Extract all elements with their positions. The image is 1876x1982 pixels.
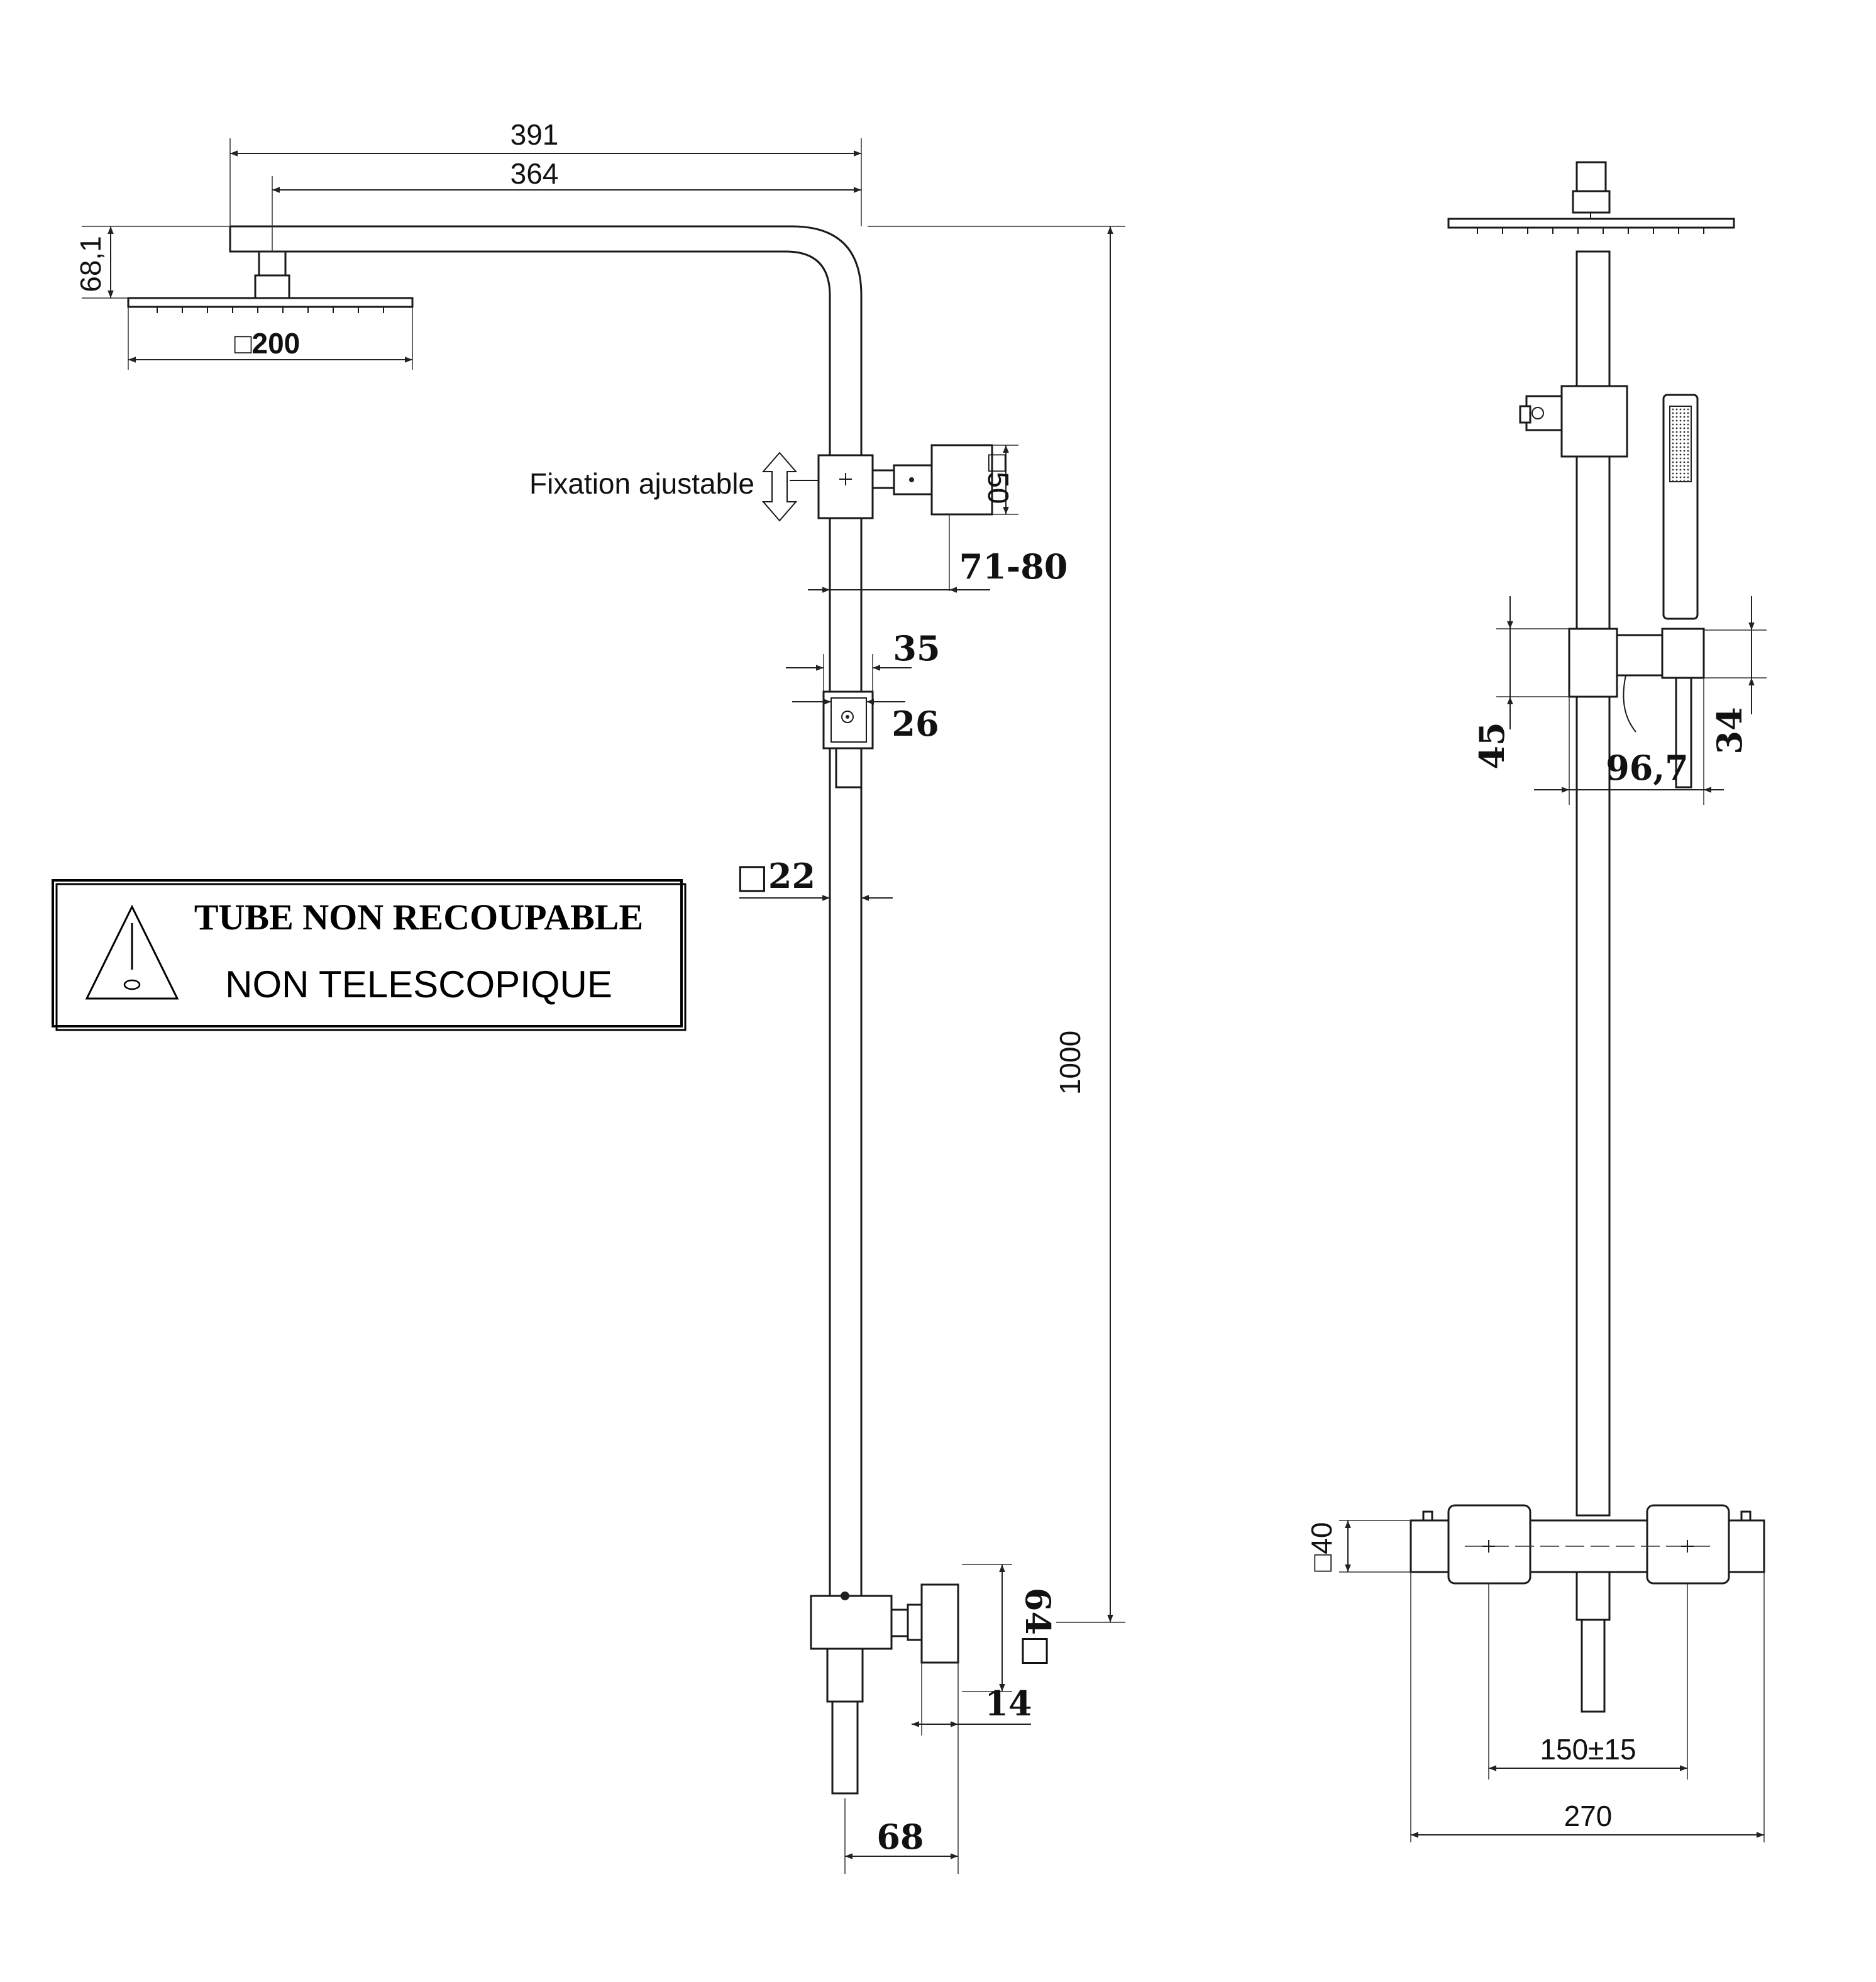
valve-nut xyxy=(890,1608,909,1637)
head-connector-lower xyxy=(254,274,290,299)
warning-title: TUBE NON RECOUPABLE xyxy=(194,897,643,938)
shower-nozzles xyxy=(157,307,384,313)
valve-spindle xyxy=(907,1603,923,1641)
dim-tube-section: □22 xyxy=(736,856,815,896)
side-head-connector-lower xyxy=(1572,190,1611,214)
side-column xyxy=(1575,250,1611,1517)
shower-arm xyxy=(229,226,831,1603)
dim-holder-height: 34 xyxy=(1709,707,1750,754)
front-view: 391 364 68,1 □200 □50 Fixation ajustable xyxy=(74,118,1125,1874)
warning-subtitle: NON TELESCOPIQUE xyxy=(225,963,612,1005)
dim-head-drop: 68,1 xyxy=(74,236,107,292)
dim-valve-reach: 68 xyxy=(876,1817,924,1857)
mixer-side-outlet xyxy=(1575,1571,1611,1621)
holder-cradle xyxy=(835,747,863,789)
dim-mixer-section: □40 xyxy=(1305,1522,1338,1572)
dim-head-size: □200 xyxy=(234,327,301,360)
wall-bracket-clamp xyxy=(817,454,874,519)
side-hose xyxy=(1623,675,1636,733)
mixer-outlet-pipe xyxy=(831,1700,859,1795)
mixer-outlet xyxy=(826,1647,864,1703)
bracket-arm-left xyxy=(871,469,895,489)
side-shower-nozzles xyxy=(1477,228,1704,234)
valve-knob xyxy=(920,1583,959,1664)
shower-arm-outer xyxy=(230,225,863,1603)
rain-shower-head xyxy=(127,297,414,308)
dim-holder-outer: 35 xyxy=(893,628,940,668)
dim-arm-inner: 364 xyxy=(510,157,559,190)
mixer-body-front xyxy=(810,1595,893,1650)
hand-shower-nozzles xyxy=(1669,406,1692,482)
side-holder-hose-end xyxy=(1675,677,1692,789)
dim-height: 1000 xyxy=(1054,1031,1086,1095)
bracket-wall-plate xyxy=(930,444,993,516)
side-bracket-screw xyxy=(1519,405,1531,424)
dim-slider-height: 45 xyxy=(1472,722,1512,769)
side-rain-shower-head xyxy=(1447,218,1735,229)
dim-valve-knob: 64□ xyxy=(1018,1588,1058,1667)
mixer-right-cap xyxy=(1740,1510,1752,1522)
dim-holder-inner: 26 xyxy=(891,704,939,744)
side-wall-bracket xyxy=(1560,385,1628,458)
warning-box: TUBE NON RECOUPABLE NON TELESCOPIQUE xyxy=(52,879,687,1031)
dim-arm-outer: 391 xyxy=(510,118,559,151)
warning-triangle-icon xyxy=(85,904,179,1000)
dim-knob-depth: 14 xyxy=(985,1683,1032,1724)
adjust-arrow-icon xyxy=(761,451,798,522)
side-head-connector-upper xyxy=(1575,161,1607,192)
dim-bracket-square: □50 xyxy=(982,455,1015,504)
side-view: 45 34 96,7 □40 150± xyxy=(1305,161,1767,1842)
side-slider-arm xyxy=(1616,634,1664,677)
dim-slider-reach: 96,7 xyxy=(1606,748,1689,788)
dim-mixer-width: 270 xyxy=(1564,1800,1613,1832)
head-connector-upper xyxy=(258,250,287,277)
label-adjustable-fixing: Fixation ajustable xyxy=(529,467,754,500)
side-slider xyxy=(1568,628,1618,698)
dim-inlet-spacing: 150±15 xyxy=(1540,1733,1636,1766)
mixer-side-outlet-pipe xyxy=(1581,1619,1606,1713)
side-holder-cradle xyxy=(1661,628,1705,679)
mixer-left-cap xyxy=(1422,1510,1433,1522)
dim-bracket-reach: 71-80 xyxy=(959,546,1068,587)
